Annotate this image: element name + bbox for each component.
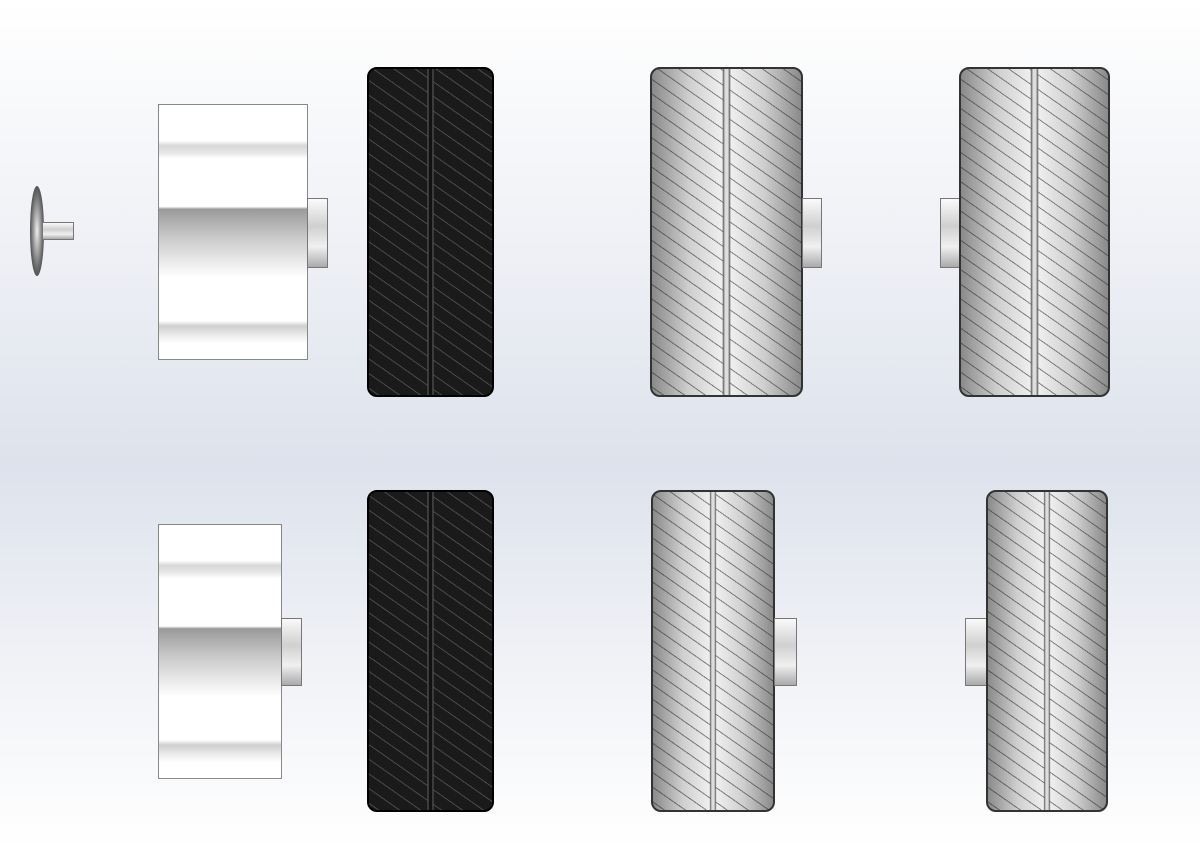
tire-black-row1 bbox=[367, 67, 494, 397]
rim-hub-row1 bbox=[307, 198, 328, 268]
rim-row1 bbox=[158, 104, 308, 360]
tire-hub-left-row1 bbox=[940, 198, 960, 268]
tire-gray-mirrored-row2 bbox=[986, 490, 1108, 812]
tire-gray-row1 bbox=[650, 67, 803, 397]
tire-gray-mirrored-row1 bbox=[959, 67, 1110, 397]
rim-hub-row2 bbox=[281, 618, 302, 686]
tire-black-row2 bbox=[367, 490, 494, 812]
tire-hub-left-row2 bbox=[965, 618, 987, 686]
hub-cap-small bbox=[30, 186, 44, 276]
hub-axle-small bbox=[42, 222, 74, 240]
rim-row2 bbox=[158, 524, 282, 779]
tire-gray-row2 bbox=[651, 490, 775, 812]
tire-hub-right-row1 bbox=[802, 198, 822, 268]
tire-hub-right-row2 bbox=[774, 618, 797, 686]
